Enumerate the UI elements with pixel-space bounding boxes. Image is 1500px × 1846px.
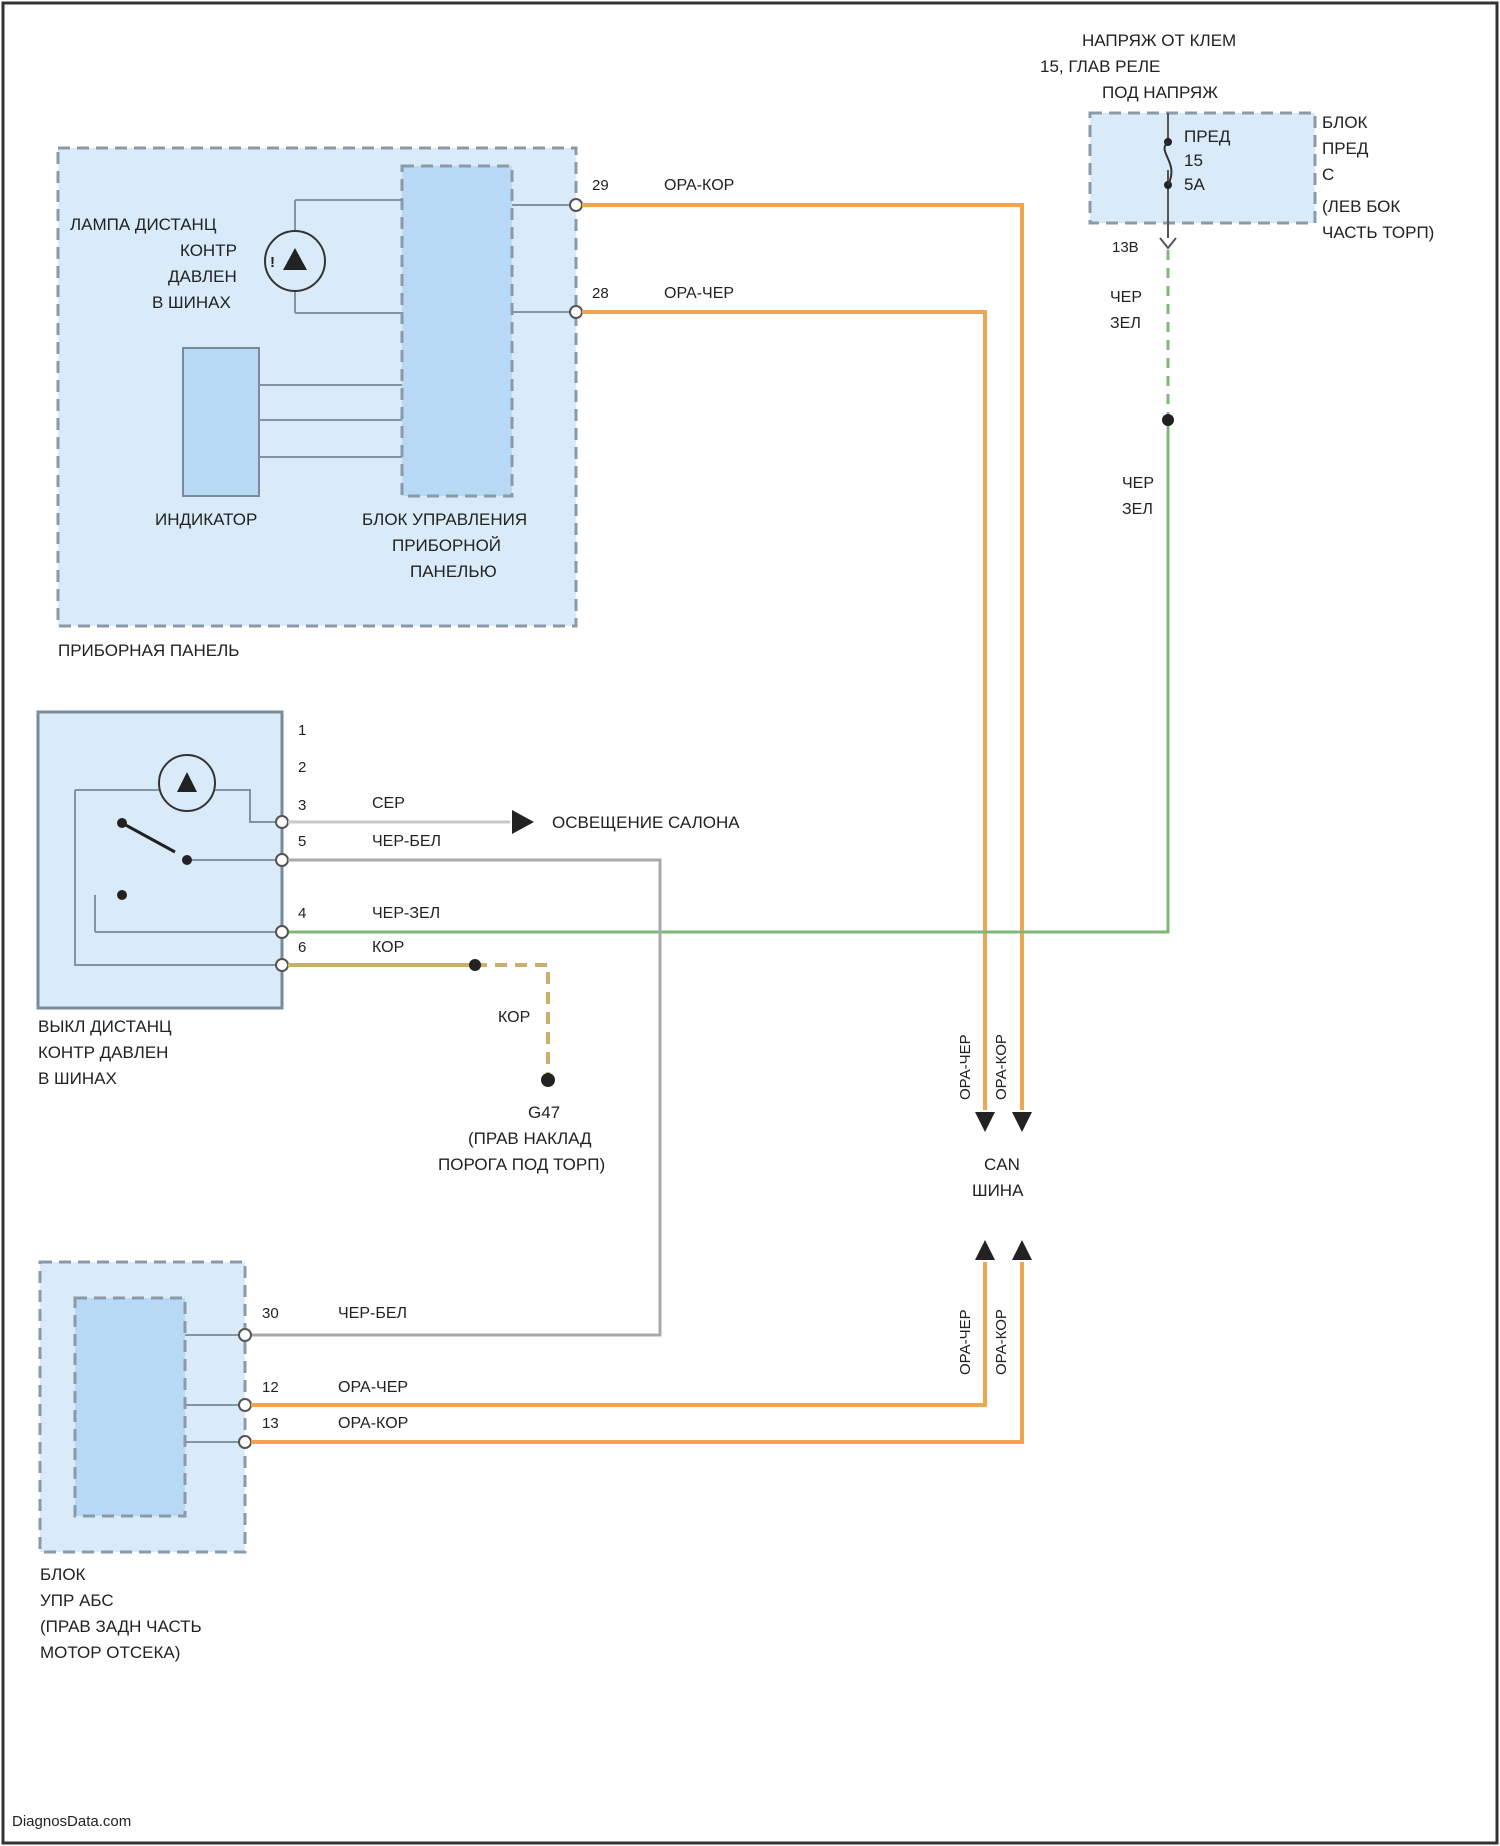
switch-name-3: В ШИНАХ	[38, 1069, 117, 1088]
footer-watermark: DiagnosData.com	[12, 1813, 131, 1830]
wire-label-cher-bel-abs: ЧЕР-БЕЛ	[338, 1305, 407, 1322]
fuse-label-1: ПРЕД	[1184, 127, 1231, 146]
splice-point	[1162, 414, 1174, 426]
abs-pin-13	[239, 1436, 251, 1448]
can-label-2: ШИНА	[972, 1181, 1024, 1200]
can-label-1: CAN	[984, 1155, 1020, 1174]
switch-name-2: КОНТР ДАВЛЕН	[38, 1043, 168, 1062]
wire-label-cher-1: ЧЕР	[1110, 289, 1142, 306]
abs-pin-30	[239, 1329, 251, 1341]
fuse-label-2: 15	[1184, 151, 1203, 170]
connector-pin-29	[570, 199, 582, 211]
switch-name-1: ВЫКЛ ДИСТАНЦ	[38, 1017, 172, 1036]
fuse-box-name-1: БЛОК	[1322, 113, 1368, 132]
fuse-box-name-3: С	[1322, 165, 1334, 184]
connector-pin-28	[570, 306, 582, 318]
switch-pin-label-2: 2	[298, 759, 306, 776]
abs-control-module	[75, 1298, 185, 1516]
abs-pin-12	[239, 1399, 251, 1411]
switch-pin-3	[276, 816, 288, 828]
wire-label-ora-cher-abs: ОРА-ЧЕР	[338, 1379, 408, 1396]
abs-name-3: (ПРАВ ЗАДН ЧАСТЬ	[40, 1617, 202, 1636]
ground-location-2: ПОРОГА ПОД ТОРП)	[438, 1155, 605, 1174]
switch-pin-5	[276, 854, 288, 866]
wire-label-ora-cher-top: ОРА-ЧЕР	[664, 285, 734, 302]
wire-label-cher-zel-switch: ЧЕР-ЗЕЛ	[372, 905, 440, 922]
wire-label-ora-cher-vert-top: ОРА-ЧЕР	[957, 1034, 974, 1100]
abs-pin-label-30: 30	[262, 1305, 279, 1322]
power-label-3: ПОД НАПРЯЖ	[1102, 83, 1218, 102]
abs-name-2: УПР АБС	[40, 1591, 114, 1610]
switch-pin-label-5: 5	[298, 833, 306, 850]
ground-point-icon	[541, 1073, 555, 1087]
control-module-label-1: БЛОК УПРАВЛЕНИЯ	[362, 510, 527, 529]
lighting-label: ОСВЕЩЕНИЕ САЛОНА	[552, 813, 740, 832]
fuse-box-name-5: ЧАСТЬ ТОРП)	[1322, 223, 1434, 242]
lamp-label-2: КОНТР	[180, 241, 237, 260]
abs-name-1: БЛОК	[40, 1565, 86, 1584]
switch-pin-label-3: 3	[298, 797, 306, 814]
instrument-panel-control-module	[402, 166, 512, 496]
wire-label-kor: КОР	[372, 939, 404, 956]
instrument-panel-caption: ПРИБОРНАЯ ПАНЕЛЬ	[58, 641, 239, 660]
pin-28-label: 28	[592, 285, 609, 302]
switch-contact-2	[182, 855, 192, 865]
ground-splice	[469, 959, 481, 971]
wire-label-zel-1: ЗЕЛ	[1110, 315, 1141, 332]
wire-label-kor-vertical: КОР	[498, 1009, 530, 1026]
ground-location-1: (ПРАВ НАКЛАД	[468, 1129, 592, 1148]
wire-label-ora-kor-vert-bottom: ОРА-КОР	[993, 1309, 1010, 1375]
wire-label-ora-kor-abs: ОРА-КОР	[338, 1415, 408, 1432]
wire-label-ser: СЕР	[372, 795, 405, 812]
switch-pin-6	[276, 959, 288, 971]
lamp-label-3: ДАВЛЕН	[168, 267, 237, 286]
control-module-label-3: ПАНЕЛЬЮ	[410, 562, 497, 581]
abs-pin-label-13: 13	[262, 1415, 279, 1432]
fuse-pin-label: 13В	[1112, 239, 1139, 256]
switch-contact-3	[117, 890, 127, 900]
lamp-label-1: ЛАМПА ДИСТАНЦ	[70, 215, 217, 234]
wire-label-zel-2: ЗЕЛ	[1122, 501, 1153, 518]
wire-label-ora-cher-vert-bottom: ОРА-ЧЕР	[957, 1309, 974, 1375]
power-label-1: НАПРЯЖ ОТ КЛЕМ	[1082, 31, 1236, 50]
switch-pin-4	[276, 926, 288, 938]
wire-label-cher-2: ЧЕР	[1122, 475, 1154, 492]
switch-pin-label-1: 1	[298, 722, 306, 739]
power-label-2: 15, ГЛАВ РЕЛЕ	[1040, 57, 1160, 76]
indicator-block	[183, 348, 259, 496]
ground-id: G47	[528, 1103, 560, 1122]
control-module-label-2: ПРИБОРНОЙ	[392, 536, 501, 555]
fuse-box-name-4: (ЛЕВ БОК	[1322, 197, 1400, 216]
pin-29-label: 29	[592, 177, 609, 194]
lamp-label-4: В ШИНАХ	[152, 293, 231, 312]
abs-name-4: МОТОР ОТСЕКА)	[40, 1643, 180, 1662]
tpms-lamp-glyph-text: !	[270, 254, 275, 271]
switch-pin-label-4: 4	[298, 905, 306, 922]
abs-pin-label-12: 12	[262, 1379, 279, 1396]
fuse-label-3: 5А	[1184, 175, 1205, 194]
wire-label-cher-bel-switch: ЧЕР-БЕЛ	[372, 833, 441, 850]
fuse-box-name-2: ПРЕД	[1322, 139, 1369, 158]
switch-pin-label-6: 6	[298, 939, 306, 956]
indicator-label: ИНДИКАТОР	[155, 510, 257, 529]
wire-label-ora-kor-vert-top: ОРА-КОР	[993, 1034, 1010, 1100]
wire-label-ora-kor-top: ОРА-КОР	[664, 177, 734, 194]
